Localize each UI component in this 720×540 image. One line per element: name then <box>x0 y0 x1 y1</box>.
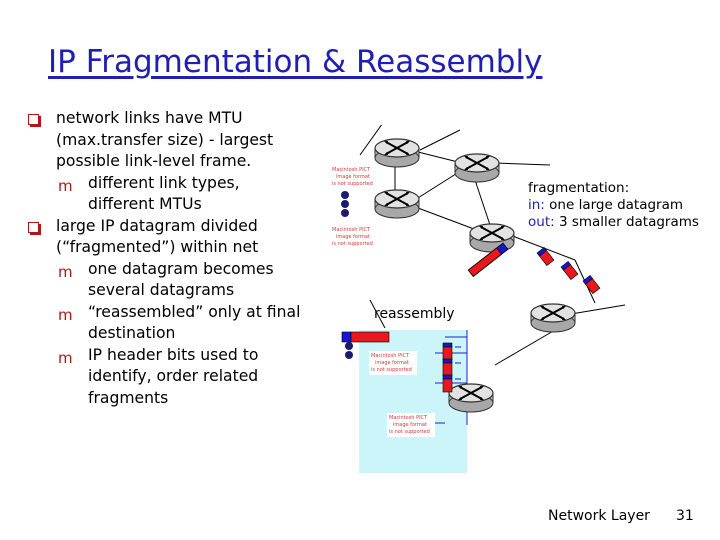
bullet-line: different MTUs <box>88 195 202 213</box>
datagram-icon <box>582 275 601 295</box>
datagram-icon <box>442 342 453 361</box>
svg-text:Macintosh PICT: Macintosh PICT <box>389 415 428 421</box>
bullet-item-mtu: network links have MTU (max.transfer siz… <box>28 108 328 173</box>
bullet-item-fragmented: large IP datagram divided (“fragmented”)… <box>28 216 328 259</box>
sub-bullet-marker: m <box>58 262 73 281</box>
bullet-line: (max.transfer size) - largest <box>56 130 274 149</box>
bullet-line: fragments <box>88 388 169 407</box>
out-label: out: <box>528 214 555 230</box>
datagram-icon <box>442 358 453 377</box>
router-icon <box>374 189 420 219</box>
svg-text:is not supported: is not supported <box>332 241 373 247</box>
in-text: one large datagram <box>544 197 684 213</box>
datagram-icon <box>536 247 555 267</box>
sub-bullet-marker: m <box>58 348 73 367</box>
bullet-marker <box>28 221 39 233</box>
page-number: 31 <box>676 508 694 524</box>
fragmentation-heading: fragmentation: <box>528 180 630 196</box>
reassembly-label: reassembly <box>374 306 455 322</box>
sub-bullet-item: m IP header bits used to identify, order… <box>28 345 328 410</box>
svg-text:image format: image format <box>336 234 370 240</box>
placeholder-image: Macintosh PICT image format is not suppo… <box>369 351 417 375</box>
svg-text:Macintosh PICT: Macintosh PICT <box>332 167 371 173</box>
svg-text:Macintosh PICT: Macintosh PICT <box>332 227 371 233</box>
out-text: 3 smaller datagrams <box>554 214 699 230</box>
sub-bullet-marker: m <box>58 176 73 195</box>
bullet-line: identify, order related <box>88 367 259 385</box>
bullet-line: destination <box>88 324 176 342</box>
network-diagram: Macintosh PICT image format is not suppo… <box>330 125 626 473</box>
bullet-line: several datagrams <box>88 281 235 299</box>
bullet-line: IP header bits used to <box>88 345 259 364</box>
in-label: in: <box>528 197 545 213</box>
fragmentation-note: fragmentation: in: one large datagram ou… <box>528 180 699 231</box>
bullet-line: different link types, <box>88 173 240 192</box>
router-icon <box>454 153 500 183</box>
bullet-line: “reassembled” only at final <box>88 302 301 321</box>
placeholder-image: Macintosh PICT image format is not suppo… <box>387 413 435 437</box>
bullet-line: one datagram becomes <box>88 259 274 278</box>
bullet-marker <box>28 114 39 125</box>
sub-bullet-marker: m <box>58 305 73 324</box>
svg-text:is not supported: is not supported <box>389 429 430 435</box>
fragmentation-out: out: 3 smaller datagrams <box>528 214 699 231</box>
svg-text:is not supported: is not supported <box>371 367 412 373</box>
slide-title: IP Fragmentation & Reassembly <box>48 44 543 80</box>
router-icon <box>469 223 515 253</box>
bullet-line: (“fragmented”) within net <box>56 238 259 256</box>
svg-text:Macintosh PICT: Macintosh PICT <box>371 353 410 359</box>
bullet-line: possible link-level frame. <box>56 152 252 170</box>
datagram-icon <box>341 331 390 343</box>
router-icon <box>530 303 576 333</box>
sub-bullet-item: m different link types, different MTUs <box>28 173 328 216</box>
bullet-line: network links have MTU <box>56 109 243 127</box>
svg-text:is not supported: is not supported <box>332 181 373 187</box>
svg-text:image format: image format <box>393 422 427 428</box>
svg-text:image format: image format <box>336 174 370 180</box>
placeholder-image: Macintosh PICT image format is not suppo… <box>330 165 378 189</box>
datagram-icon <box>467 242 509 277</box>
bullet-line: large IP datagram divided <box>56 216 258 235</box>
datagram-icon <box>442 374 453 393</box>
svg-text:image format: image format <box>375 360 409 366</box>
footer-section-label: Network Layer <box>548 508 650 524</box>
datagram-icon <box>560 261 579 281</box>
sub-bullet-item: m “reassembled” only at final destinatio… <box>28 302 328 345</box>
bullet-list: network links have MTU (max.transfer siz… <box>28 108 328 409</box>
router-icon <box>374 138 420 168</box>
fragmentation-in: in: one large datagram <box>528 197 699 214</box>
router-icon <box>448 383 494 413</box>
sub-bullet-item: m one datagram becomes several datagrams <box>28 259 328 302</box>
host-icon <box>341 191 349 217</box>
placeholder-image: Macintosh PICT image format is not suppo… <box>330 225 378 249</box>
